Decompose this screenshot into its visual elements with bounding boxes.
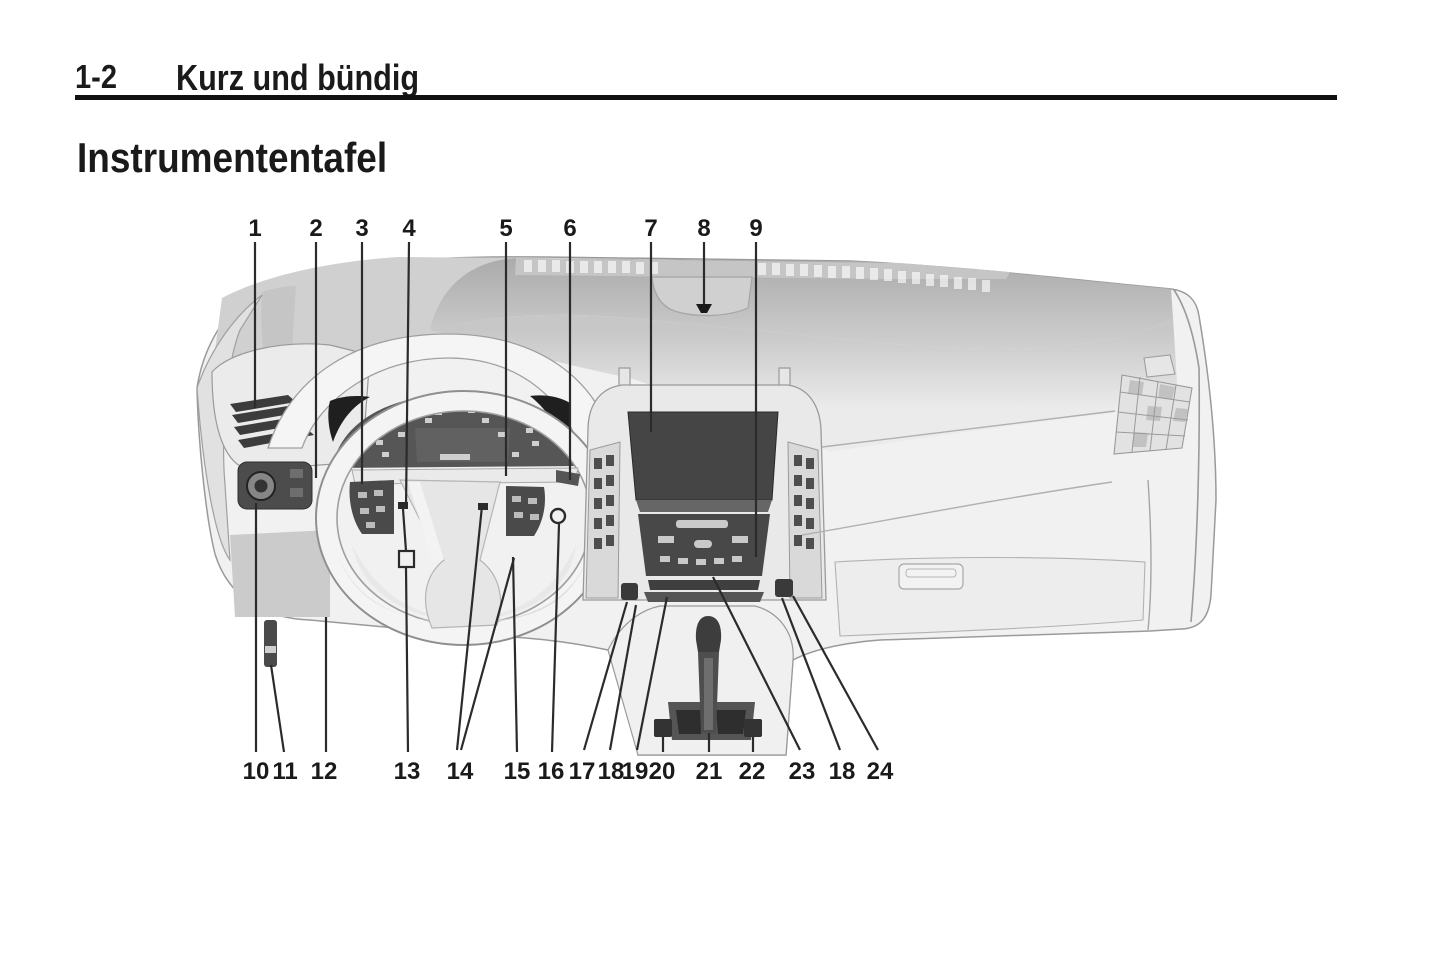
svg-text:11: 11	[272, 758, 297, 785]
svg-text:5: 5	[499, 215, 512, 242]
svg-text:17: 17	[569, 758, 596, 785]
svg-text:8: 8	[697, 215, 710, 242]
svg-text:21: 21	[696, 758, 723, 785]
svg-text:13: 13	[394, 758, 421, 785]
svg-text:18: 18	[829, 758, 856, 785]
svg-text:4: 4	[402, 215, 416, 242]
svg-text:18: 18	[598, 758, 625, 785]
svg-text:7: 7	[644, 215, 657, 242]
svg-text:9: 9	[749, 215, 762, 242]
svg-text:24: 24	[867, 758, 894, 785]
svg-text:22: 22	[739, 758, 766, 785]
svg-text:14: 14	[447, 758, 474, 785]
svg-text:6: 6	[563, 215, 576, 242]
svg-text:1: 1	[248, 215, 261, 242]
svg-text:2: 2	[309, 215, 322, 242]
svg-text:20: 20	[649, 758, 676, 785]
svg-text:16: 16	[538, 758, 565, 785]
svg-text:15: 15	[504, 758, 531, 785]
svg-text:3: 3	[355, 215, 368, 242]
svg-text:19: 19	[622, 758, 649, 785]
svg-text:10: 10	[243, 758, 270, 785]
svg-text:12: 12	[311, 758, 338, 785]
svg-text:23: 23	[789, 758, 816, 785]
